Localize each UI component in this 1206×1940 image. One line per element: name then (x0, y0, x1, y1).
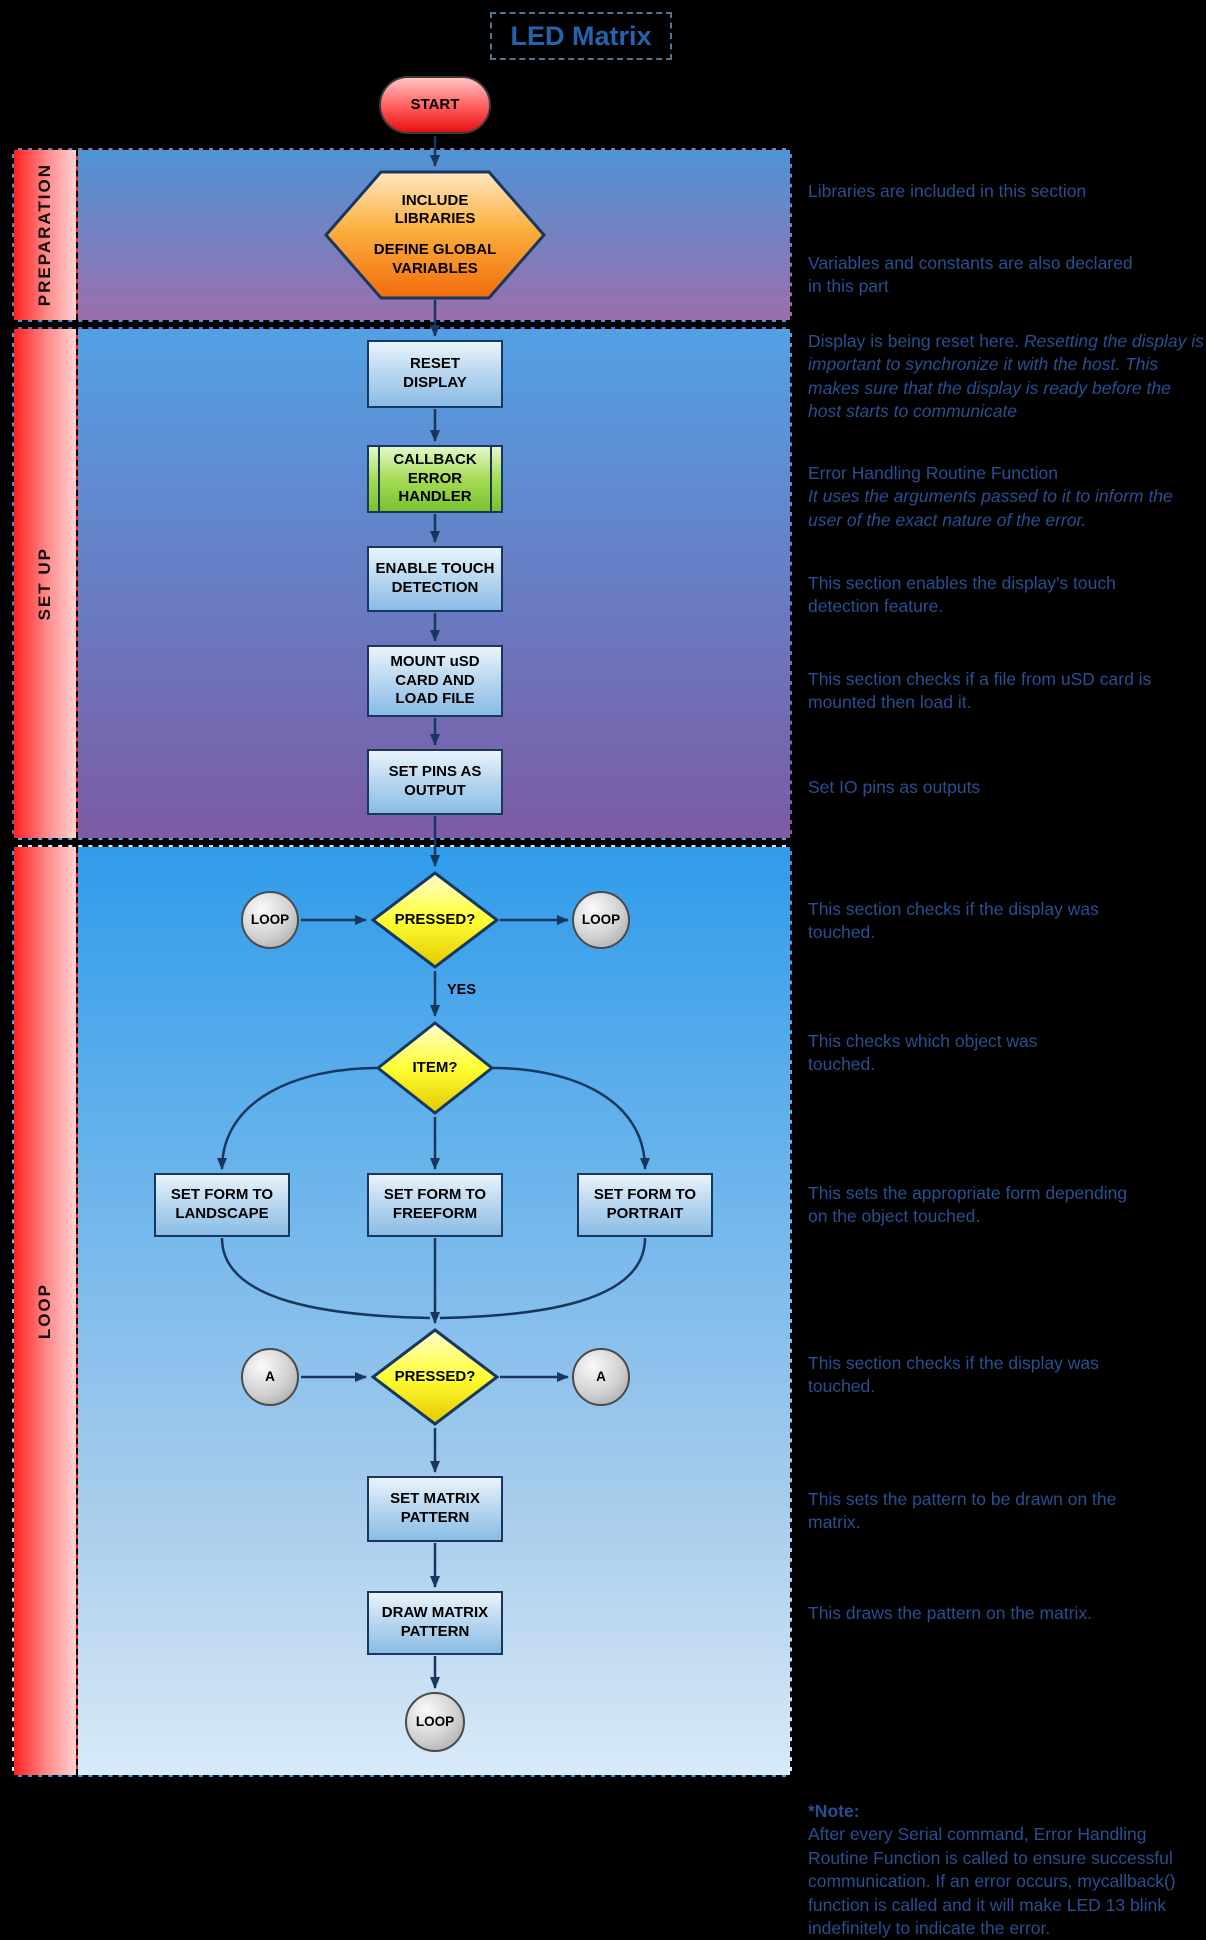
annotation-libraries: Libraries are included in this section (808, 181, 1087, 201)
set-pins-label: SET PINS AS OUTPUT (388, 763, 482, 799)
hexagon-labels: INCLUDE LIBRARIES DEFINE GLOBAL VARIABLE… (374, 192, 497, 279)
pressed-decision-2: PRESSED? (370, 1327, 500, 1427)
reset-display-process: RESET DISPLAY (367, 340, 503, 408)
diagram-title: LED Matrix (510, 20, 652, 51)
loop-connector-right: LOOP (572, 891, 630, 949)
item-decision-label: ITEM? (412, 1058, 458, 1076)
footnote-text: After every Serial command, Error Handli… (808, 1824, 1176, 1939)
loop-connector-end-label: LOOP (415, 1713, 455, 1729)
section-label-setup: SET UP (14, 329, 78, 838)
item-decision: ITEM? (375, 1020, 495, 1116)
connector-a-right: A (572, 1348, 630, 1406)
annotation-variables: Variables and constants are also declare… (808, 253, 1133, 297)
mount-usd-process: MOUNT uSD CARD AND LOAD FILE (367, 645, 503, 717)
form-freeform-process: SET FORM TO FREEFORM (367, 1173, 503, 1237)
include-libraries-hexagon: INCLUDE LIBRARIES DEFINE GLOBAL VARIABLE… (323, 170, 547, 300)
footnote: *Note: After every Serial command, Error… (808, 1800, 1190, 1940)
form-portrait-process: SET FORM TO PORTRAIT (577, 1173, 713, 1237)
annotation-set-pattern: This sets the pattern to be drawn on the… (808, 1489, 1117, 1533)
pressed-decision-1: PRESSED? (370, 870, 500, 970)
set-matrix-label: SET MATRIX PATTERN (390, 1490, 480, 1526)
callback-error-handler-subroutine: CALLBACK ERROR HANDLER (367, 445, 503, 513)
pressed-decision-1-label: PRESSED? (394, 910, 476, 928)
start-node-label: START (410, 95, 460, 113)
diamond-shape (375, 1021, 495, 1115)
form-freeform-label: SET FORM TO FREEFORM (383, 1186, 487, 1222)
hexagon-shape (324, 170, 546, 300)
diamond-shape (370, 871, 500, 969)
define-globals-label: DEFINE GLOBAL VARIABLES (373, 241, 497, 277)
loop-connector-end: LOOP (405, 1692, 465, 1752)
mount-usd-label: MOUNT uSD CARD AND LOAD FILE (390, 652, 480, 708)
pressed-decision-2-label: PRESSED? (394, 1367, 476, 1385)
enable-touch-label: ENABLE TOUCH DETECTION (375, 560, 495, 596)
annotation-touch-detection: This section enables the display's touch… (808, 573, 1116, 617)
annotation-touched-1: This section checks if the display was t… (808, 899, 1099, 943)
section-label-loop-text: LOOP (35, 1282, 54, 1340)
connector-a-left: A (241, 1348, 299, 1406)
form-portrait-label: SET FORM TO PORTRAIT (593, 1186, 697, 1222)
connector-a-right-label: A (596, 1368, 606, 1384)
section-label-preparation-text: PREPARATION (35, 163, 54, 307)
set-pins-process: SET PINS AS OUTPUT (367, 749, 503, 815)
connector-a-left-label: A (265, 1368, 275, 1384)
section-label-setup-text: SET UP (35, 546, 54, 621)
section-label-preparation: PREPARATION (14, 150, 78, 320)
include-libraries-label: INCLUDE LIBRARIES (394, 191, 476, 228)
callback-error-handler-label: CALLBACK ERROR HANDLER (393, 450, 477, 506)
annotation-touched-2: This section checks if the display was t… (808, 1353, 1099, 1397)
loop-connector-right-label: LOOP (581, 911, 621, 927)
form-landscape-process: SET FORM TO LANDSCAPE (154, 1173, 290, 1237)
set-matrix-process: SET MATRIX PATTERN (367, 1476, 503, 1542)
yes-branch-label: YES (447, 982, 477, 998)
loop-connector-left: LOOP (241, 891, 299, 949)
diagram-title-box: LED Matrix (490, 12, 672, 60)
annotation-set-form: This sets the appropriate form depending… (808, 1183, 1128, 1227)
start-node: START (379, 76, 491, 134)
form-landscape-label: SET FORM TO LANDSCAPE (170, 1186, 274, 1222)
reset-display-label: RESET DISPLAY (403, 355, 467, 391)
annotation-io-pins: Set IO pins as outputs (808, 777, 981, 797)
loop-connector-left-label: LOOP (250, 911, 290, 927)
footnote-label: *Note: (808, 1801, 860, 1821)
section-label-loop: LOOP (14, 847, 78, 1775)
annotation-reset-display: Display is being reset here. Resetting t… (808, 331, 1204, 421)
enable-touch-process: ENABLE TOUCH DETECTION (367, 546, 503, 612)
draw-matrix-process: DRAW MATRIX PATTERN (367, 1591, 503, 1655)
draw-matrix-label: DRAW MATRIX PATTERN (381, 1604, 489, 1640)
diamond-shape (370, 1328, 500, 1426)
annotation-draw-pattern: This draws the pattern on the matrix. (808, 1603, 1093, 1623)
annotation-usd-card: This section checks if a file from uSD c… (808, 669, 1152, 713)
annotation-which-object: This checks which object was touched. (808, 1031, 1038, 1075)
